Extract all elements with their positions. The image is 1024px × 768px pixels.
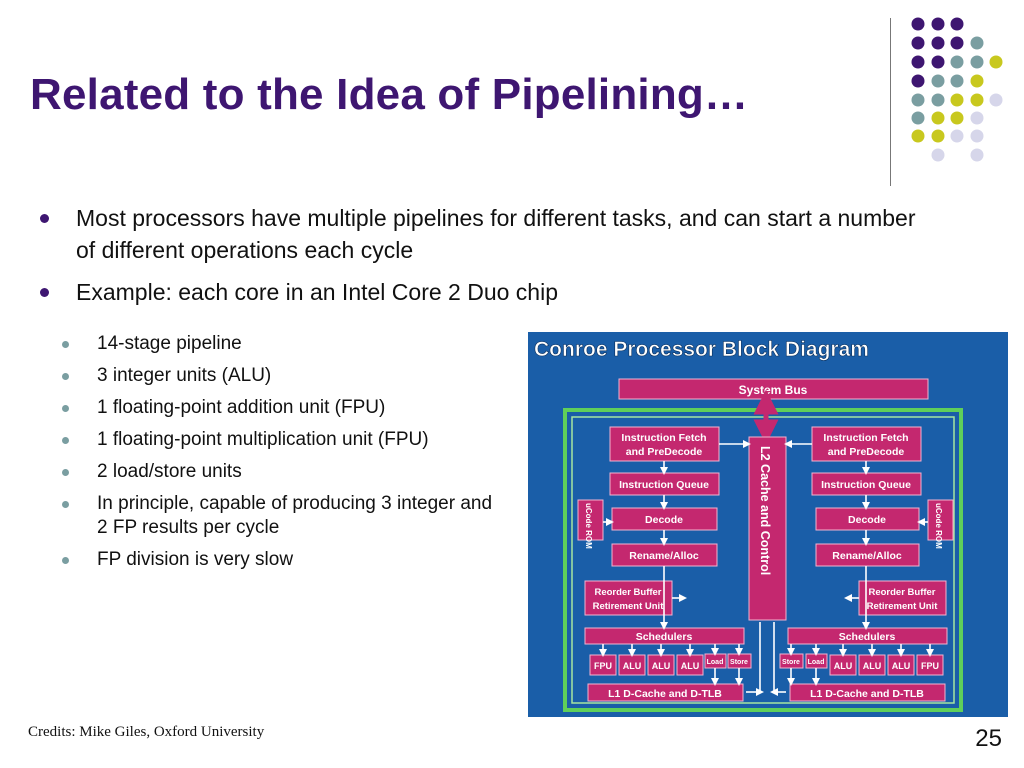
bullet-item: Most processors have multiple pipelines … xyxy=(36,202,916,266)
sub-bullet-item: 14-stage pipeline xyxy=(60,332,500,356)
left-reorder-label-2: Retirement Unit xyxy=(593,601,665,612)
conroe-block-diagram: Conroe Processor Block Diagram System Bu… xyxy=(528,332,1008,717)
left-l1-block xyxy=(587,683,744,702)
right-load-label: Load xyxy=(808,659,825,666)
bullet-item: Example: each core in an Intel Core 2 Du… xyxy=(36,276,916,308)
sub-bullet-item: 1 floating-point addition unit (FPU) xyxy=(60,396,500,420)
dot-row-1 xyxy=(911,17,964,31)
l2-cache-block xyxy=(748,436,787,621)
right-l1-block xyxy=(789,683,946,702)
left-ucode-block xyxy=(577,499,604,541)
title-divider-line xyxy=(890,18,891,186)
right-store-label: Store xyxy=(782,659,800,666)
main-bullet-list: Most processors have multiple pipelines … xyxy=(36,202,916,318)
left-schedulers-label: Schedulers xyxy=(636,631,693,643)
right-reorder-label-1: Reorder Buffer xyxy=(868,587,935,598)
left-fetch-block xyxy=(609,426,720,462)
right-queue-label: Instruction Queue xyxy=(821,479,911,491)
decorative-dot-grid xyxy=(911,17,1003,162)
slide-title: Related to the Idea of Pipelining… xyxy=(30,70,749,119)
slide-number: 25 xyxy=(975,725,1002,752)
left-rename-label: Rename/Alloc xyxy=(629,550,699,562)
left-fetch-label-1: Instruction Fetch xyxy=(621,432,706,444)
right-reorder-block xyxy=(858,580,947,616)
diagram-title: Conroe Processor Block Diagram xyxy=(534,338,869,361)
dot-row-7 xyxy=(911,129,984,143)
right-fpu-label: FPU xyxy=(921,661,939,671)
sub-bullet-item: In principle, capable of producing 3 int… xyxy=(60,492,500,540)
right-core-arrows xyxy=(770,440,934,696)
credits-footer: Credits: Mike Giles, Oxford University xyxy=(28,724,265,740)
left-l1-label: L1 D-Cache and D-TLB xyxy=(608,688,722,700)
left-alu-label: ALU xyxy=(681,661,700,671)
dot-row-3 xyxy=(911,55,1003,69)
right-decode-label: Decode xyxy=(848,514,886,526)
right-ucode-label: uCode ROM xyxy=(934,503,943,549)
dot-row-5 xyxy=(911,93,1003,107)
left-reorder-label-1: Reorder Buffer xyxy=(594,587,661,598)
dot-row-4 xyxy=(911,74,984,88)
right-alu-label: ALU xyxy=(892,661,911,671)
l2-cache-label: L2 Cache and Control xyxy=(758,446,772,575)
left-alu-label: ALU xyxy=(652,661,671,671)
right-fetch-label-1: Instruction Fetch xyxy=(823,432,908,444)
right-l1-label: L1 D-Cache and D-TLB xyxy=(810,688,924,700)
left-queue-label: Instruction Queue xyxy=(619,479,709,491)
right-fetch-label-2: and PreDecode xyxy=(828,446,905,458)
sub-bullet-list: 14-stage pipeline 3 integer units (ALU) … xyxy=(60,332,500,580)
dot-row-8 xyxy=(931,148,984,162)
dot-row-6 xyxy=(911,111,984,125)
left-ucode-label: uCode ROM xyxy=(584,503,593,549)
sub-bullet-item: 3 integer units (ALU) xyxy=(60,364,500,388)
system-bus-label: System Bus xyxy=(739,383,808,397)
left-load-label: Load xyxy=(707,659,724,666)
right-rename-label: Rename/Alloc xyxy=(832,550,902,562)
dot-row-2 xyxy=(911,36,984,50)
left-core: Instruction Fetch and PreDecode Instruct… xyxy=(577,426,764,702)
right-alu-label: ALU xyxy=(834,661,853,671)
right-ucode-block xyxy=(927,499,954,541)
sub-bullet-item: FP division is very slow xyxy=(60,548,500,572)
left-store-label: Store xyxy=(730,659,748,666)
right-fetch-block xyxy=(811,426,922,462)
sub-bullet-item: 1 floating-point multiplication unit (FP… xyxy=(60,428,500,452)
left-core-arrows xyxy=(599,440,764,696)
left-fetch-label-2: and PreDecode xyxy=(626,446,703,458)
right-reorder-label-2: Retirement Unit xyxy=(867,601,939,612)
sub-bullet-item: 2 load/store units xyxy=(60,460,500,484)
left-alu-label: ALU xyxy=(623,661,642,671)
left-fpu-label: FPU xyxy=(594,661,612,671)
l2-l1-connectors xyxy=(759,622,775,692)
right-alu-label: ALU xyxy=(863,661,882,671)
left-decode-label: Decode xyxy=(645,514,683,526)
right-core: Instruction Fetch and PreDecode Instruct… xyxy=(770,426,954,702)
right-schedulers-label: Schedulers xyxy=(839,631,896,643)
